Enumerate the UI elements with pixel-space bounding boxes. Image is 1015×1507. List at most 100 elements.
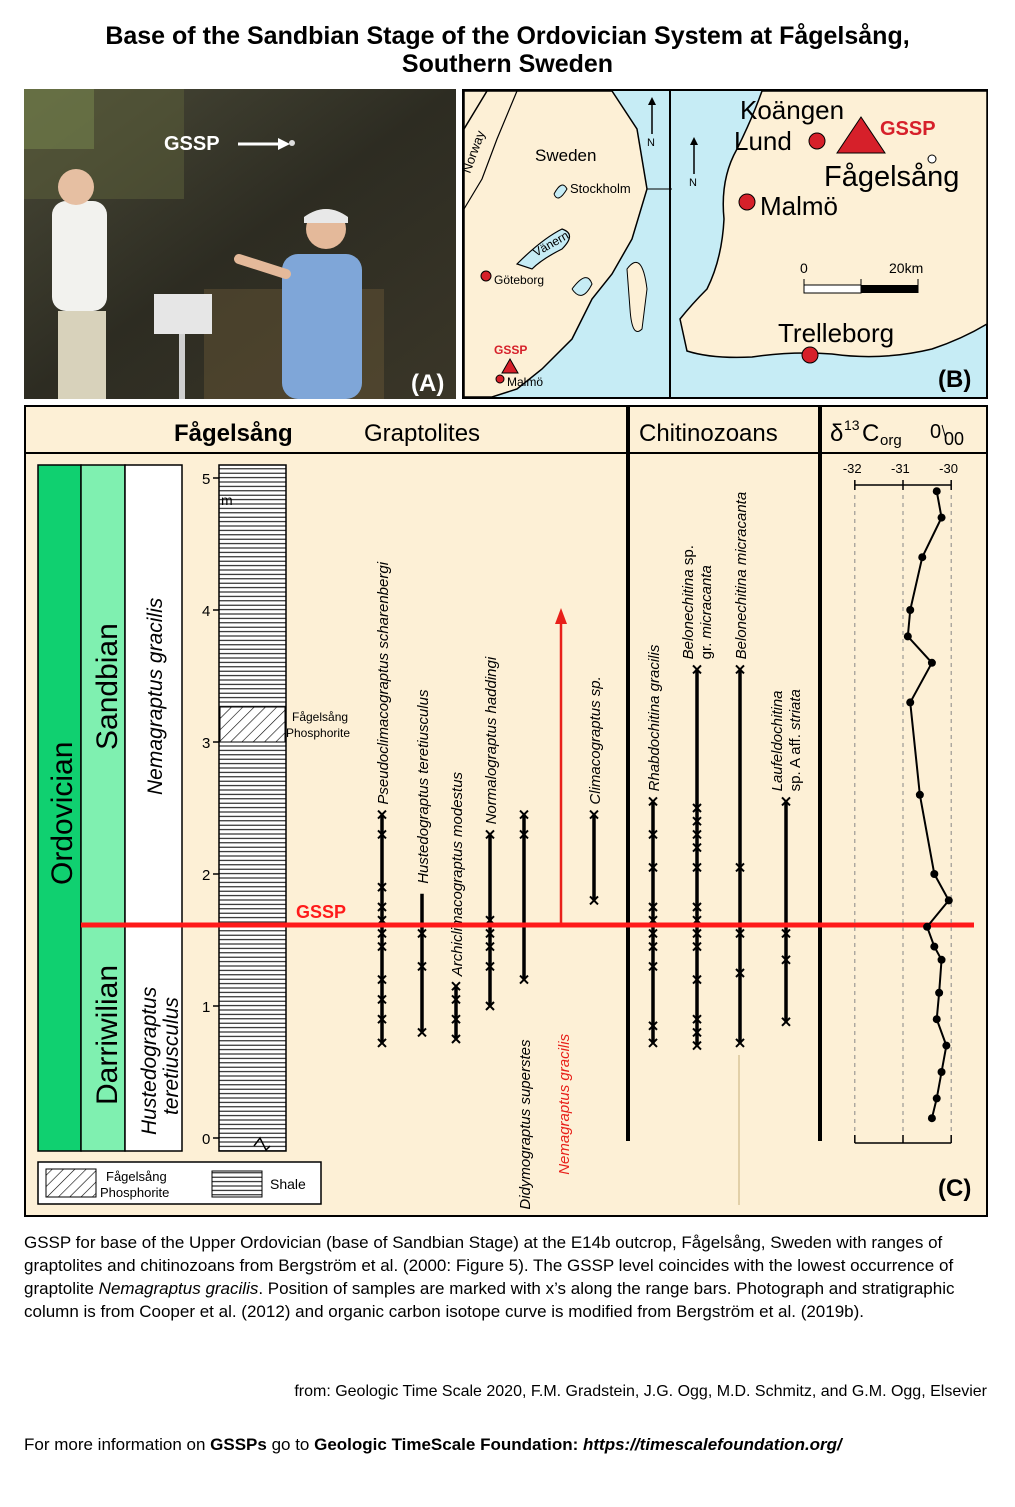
sample-marker — [451, 1014, 461, 1024]
more-text-3: go to — [266, 1435, 315, 1454]
sample-marker — [692, 862, 702, 873]
isotope-point — [923, 922, 932, 931]
panel-c-background — [24, 405, 988, 1217]
sample-marker — [692, 842, 702, 853]
zone-upper-label: Nemagraptus gracilis — [144, 597, 167, 795]
isotope-point — [937, 955, 946, 964]
taxon-label-2: sp. A aff. striata — [787, 689, 804, 791]
left-gssp-marker — [501, 357, 519, 374]
stage-darriwilian — [80, 924, 126, 1152]
sample-marker — [648, 928, 658, 939]
sample-marker — [519, 829, 529, 840]
site-label: Fågelsång — [174, 420, 293, 447]
sample-marker — [485, 829, 495, 840]
sample-marker — [648, 961, 658, 972]
isotope-point — [937, 1068, 946, 1076]
stage-upper-label: Sandbian — [91, 623, 124, 750]
phosphorite-bed — [219, 706, 286, 743]
isotope-tick-label: -31 — [891, 461, 910, 476]
sample-marker — [692, 664, 702, 675]
sample-marker — [451, 994, 461, 1005]
stage-sandbian — [80, 464, 126, 926]
sample-marker — [519, 809, 529, 820]
label-left-malmo: Malmö — [507, 375, 543, 389]
label-fagelsang: Fågelsång — [824, 161, 959, 193]
sample-marker — [692, 803, 702, 813]
sample-marker — [648, 796, 658, 807]
isotope-point — [942, 1041, 951, 1050]
depth-tick-label: 2 — [202, 867, 210, 884]
sample-marker — [485, 941, 495, 952]
credit-line: from: Geologic Time Scale 2020, F.M. Gra… — [294, 1383, 987, 1400]
lake-vanern — [515, 228, 571, 270]
sample-marker — [377, 829, 387, 840]
taxon-label: Rhabdochitina gracilis — [646, 644, 663, 791]
panel-b-label: (B) — [938, 366, 971, 393]
sample-marker — [485, 1001, 495, 1011]
north-arrow-left: N — [647, 137, 655, 149]
photo-gssp-label: GSSP — [164, 133, 220, 155]
depth-tick-label: 5 — [202, 471, 210, 488]
sample-marker — [648, 862, 658, 873]
isotope-c: C — [862, 420, 879, 447]
caption-text-end: . Position of samples are marked with x’… — [24, 1279, 955, 1321]
taxon-label: Laufeldochitina — [769, 690, 786, 791]
nemagraptus-arrowhead — [555, 608, 567, 624]
sample-marker — [377, 902, 387, 912]
more-url-link[interactable]: https://timescalefoundation.org/ — [583, 1435, 842, 1454]
isotope-point — [927, 658, 936, 667]
legend-shale-swatch — [211, 1170, 263, 1198]
more-text-1: For more information on — [24, 1435, 211, 1454]
graptolite-range: Climacograptus sp. — [587, 676, 604, 906]
graptolite-range: Nemagraptus gracilis — [555, 608, 573, 1175]
zone-lower-label-1: Hustedograptus — [138, 986, 161, 1135]
sample-marker — [417, 1027, 427, 1038]
panel-c-label: (C) — [938, 1175, 971, 1202]
isotope-point — [932, 1015, 941, 1024]
phosphorite-label-2: Phosphorite — [286, 726, 350, 740]
isotope-delta: δ — [830, 420, 843, 447]
isotope-point — [918, 553, 927, 562]
isotope-sup: 13 — [844, 417, 860, 433]
legend-phosphorite-swatch — [45, 1168, 97, 1198]
sample-marker — [451, 1034, 461, 1044]
sample-marker — [417, 928, 427, 939]
north-arrow-right: N — [689, 177, 697, 189]
page-title-line2: Southern Sweden — [401, 50, 614, 78]
taxon-label: Didymograptus superstes — [517, 1039, 534, 1210]
sample-marker — [781, 955, 791, 965]
isotope-tick-label: -32 — [843, 461, 862, 476]
isotope-tick-label: -30 — [939, 461, 958, 476]
sample-marker — [735, 1038, 745, 1048]
label-sweden: Sweden — [535, 146, 596, 165]
sample-marker — [781, 928, 791, 939]
sample-marker — [377, 994, 387, 1005]
label-stockholm: Stockholm — [570, 181, 631, 196]
graptolites-header: Graptolites — [364, 420, 480, 447]
sample-marker — [692, 1014, 702, 1024]
sample-marker — [377, 974, 387, 985]
sample-marker — [485, 961, 495, 972]
chitinozoans-header: Chitinozoans — [639, 420, 778, 447]
taxon-label: Climacograptus sp. — [587, 676, 604, 804]
taxon-label: Hustedograptus teretiusculus — [415, 689, 432, 884]
caption-italic: Nemagraptus gracilis — [98, 1279, 259, 1298]
gssp-sign — [154, 294, 212, 334]
isotope-curve: -32 -31 -30 — [843, 461, 958, 1144]
sample-marker — [589, 895, 599, 906]
sample-marker — [377, 882, 387, 892]
depth-tick-label: 0 — [202, 1131, 210, 1148]
sample-marker — [735, 664, 745, 675]
isotope-header: δ 13 C org 0 00 — [830, 417, 964, 449]
sample-marker — [648, 1038, 658, 1048]
zone-upper — [124, 464, 183, 926]
more-gssps: GSSPs — [210, 1435, 267, 1454]
legend-shale-label: Shale — [270, 1176, 306, 1192]
zone-lower-label-2: teretiusculus — [160, 997, 183, 1115]
right-gssp-marker — [836, 116, 886, 154]
depth-tick-label: 1 — [202, 999, 210, 1016]
taxon-label: Pseudoclimacograptus scharenbergi — [375, 561, 392, 804]
isotope-point — [935, 988, 944, 997]
sample-marker — [692, 829, 702, 840]
